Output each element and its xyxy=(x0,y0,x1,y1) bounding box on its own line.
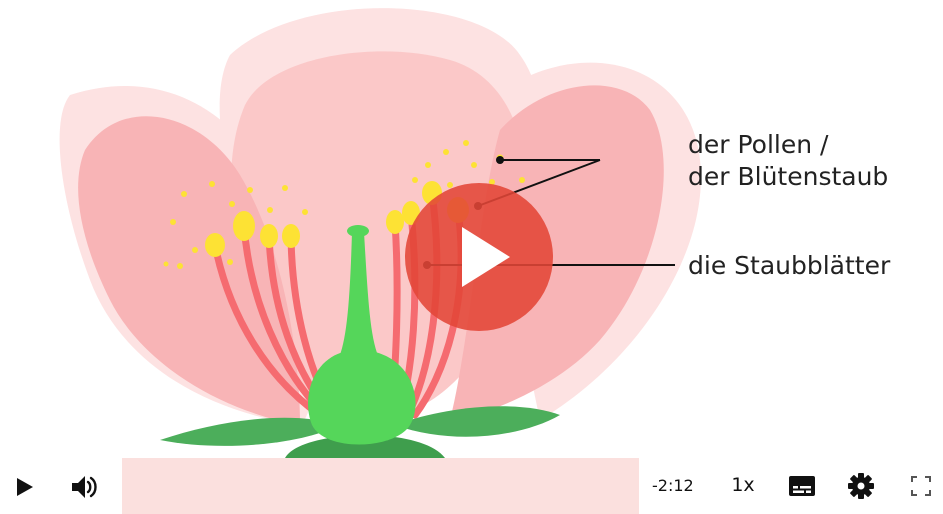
annotation-stamens: die Staubblätter xyxy=(688,251,891,280)
pollen-dot xyxy=(519,177,525,183)
pollen-dot xyxy=(227,259,233,265)
pollen-dot xyxy=(412,177,418,183)
anther xyxy=(233,211,255,241)
annotation-pollen-line2: der Blütenstaub xyxy=(688,162,888,191)
big-play-button[interactable] xyxy=(405,183,553,331)
volume-button[interactable] xyxy=(69,472,101,502)
fullscreen-button[interactable] xyxy=(908,474,934,498)
anther xyxy=(205,233,225,257)
playback-speed-button[interactable]: 1x xyxy=(727,474,759,496)
pollen-dot xyxy=(463,140,469,146)
gear-icon xyxy=(848,473,874,499)
time-remaining: -2:12 xyxy=(652,476,700,495)
pollen-dot xyxy=(247,187,253,193)
play-icon xyxy=(462,227,510,287)
annotation-pollen-line1: der Pollen / xyxy=(688,130,829,159)
pollen-dot xyxy=(170,219,176,225)
settings-button[interactable] xyxy=(846,472,876,500)
pollen-dot xyxy=(177,263,183,269)
pointer-dot xyxy=(496,156,504,164)
anther xyxy=(260,224,278,248)
pollen-dot xyxy=(443,149,449,155)
pollen-dot xyxy=(192,247,198,253)
volume-icon xyxy=(72,476,98,498)
progress-bar[interactable] xyxy=(122,458,639,514)
pollen-dot xyxy=(267,207,273,213)
pollen-dot xyxy=(425,162,431,168)
anther xyxy=(282,224,300,248)
pollen-dot xyxy=(209,181,215,187)
anther xyxy=(386,210,404,234)
play-button[interactable] xyxy=(12,474,38,500)
pollen-dot xyxy=(282,185,288,191)
pollen-dot xyxy=(181,191,187,197)
pollen-dot xyxy=(471,162,477,168)
play-icon xyxy=(17,478,33,496)
pollen-dot xyxy=(229,201,235,207)
pollen-dot xyxy=(302,209,308,215)
fullscreen-icon xyxy=(911,476,931,496)
control-bar: -2:12 1x xyxy=(0,458,943,514)
captions-button[interactable] xyxy=(787,474,817,498)
pollen-dot xyxy=(164,262,169,267)
captions-icon xyxy=(789,476,815,496)
